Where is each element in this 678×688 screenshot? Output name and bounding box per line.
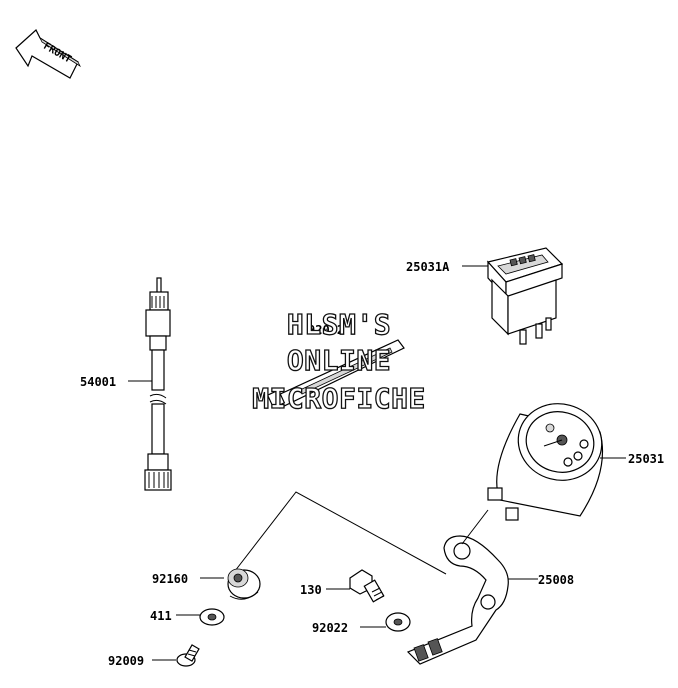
hour-meter-part xyxy=(486,247,564,345)
bolt-part xyxy=(349,569,385,603)
watermark-line-2: ONLINE xyxy=(287,344,391,377)
grommet-part xyxy=(227,568,261,600)
front-arrow-icon: FRONT xyxy=(15,29,81,79)
speedometer-cable-part xyxy=(144,277,172,491)
meter-part xyxy=(487,403,604,521)
label-bracket: 25008 xyxy=(538,573,574,587)
screw-part xyxy=(176,644,200,667)
label-grommet: 92160 xyxy=(152,572,188,586)
label-washer-411: 411 xyxy=(150,609,172,623)
tie-band-part xyxy=(266,339,405,409)
label-bolt: 130 xyxy=(300,583,322,597)
watermark: HLSM'S ONLINE MICROFICHE xyxy=(252,307,426,415)
label-screw: 92009 xyxy=(108,654,144,668)
label-meter: 25031 xyxy=(628,452,664,466)
label-hour-meter: 25031A xyxy=(406,260,450,274)
washer-92022-part xyxy=(385,612,411,632)
bracket-part xyxy=(406,535,509,665)
watermark-line-1: HLSM'S xyxy=(287,308,391,341)
watermark-line-3: MICROFICHE xyxy=(252,382,426,415)
label-tie-band: 92072 xyxy=(308,323,344,337)
washer-411-part xyxy=(199,608,225,626)
label-speedometer-cable: 54001 xyxy=(80,375,116,389)
label-washer-92022: 92022 xyxy=(312,621,348,635)
